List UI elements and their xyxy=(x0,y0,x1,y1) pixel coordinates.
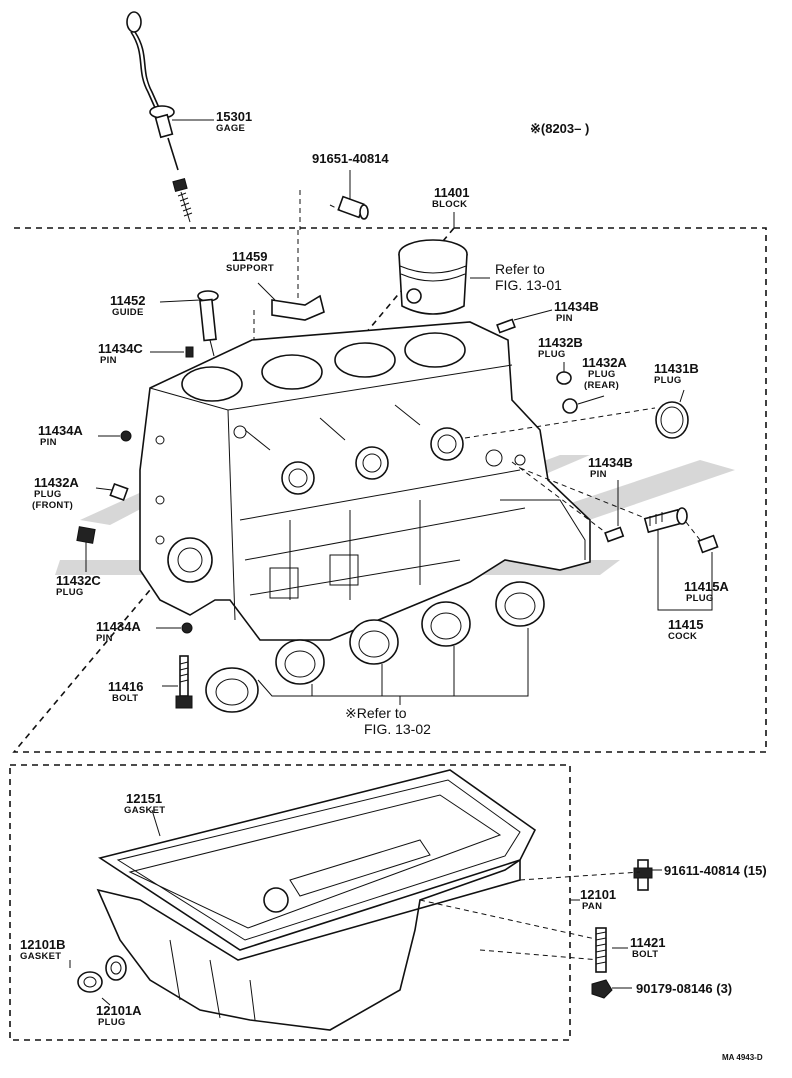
part-name-11434a-lower: PIN xyxy=(96,633,113,644)
part-number-11434a-lower: 11434A xyxy=(96,619,141,634)
dipstick-drawing xyxy=(126,11,193,223)
part-number-15301: 15301 xyxy=(216,109,253,124)
part-name-11421: BOLT xyxy=(632,949,659,960)
part-number-11452: 11452 xyxy=(110,293,146,308)
drawing-code: MA 4943-D xyxy=(722,1053,763,1062)
part-name-11431b: PLUG xyxy=(654,375,682,386)
bearings-reference-line1: ※Refer to xyxy=(345,705,407,721)
piston-reference-line2: FIG. 13-01 xyxy=(495,277,562,293)
part-name-11434b-mid: PIN xyxy=(590,469,607,480)
guide-11452-drawing xyxy=(197,290,219,357)
part-number-12151: 12151 xyxy=(126,791,163,806)
cock-11415-drawing xyxy=(643,507,688,534)
pin-11434b-mid xyxy=(604,526,625,543)
pin-11434a-upper xyxy=(120,430,132,442)
part-number-11401: 11401 xyxy=(434,185,470,200)
part-name-11432c: PLUG xyxy=(56,587,84,598)
gasket-12101b xyxy=(105,955,127,981)
part-name-11434c: PIN xyxy=(100,355,117,366)
part-name-12101a: PLUG xyxy=(98,1017,126,1028)
part-number-12101: 12101 xyxy=(580,887,617,902)
part-name-11452: GUIDE xyxy=(112,307,144,318)
revision-note: ※(8203– ) xyxy=(530,121,590,136)
part-number-11459: 11459 xyxy=(232,249,268,264)
plug-11432b xyxy=(556,371,572,385)
part-number-11432c: 11432C xyxy=(56,573,101,588)
part-number-11434a-upper: 11434A xyxy=(38,423,83,438)
piston-reference-line1: Refer to xyxy=(495,261,545,277)
part-number-11434b-mid: 11434B xyxy=(588,455,633,470)
part-number-11421: 11421 xyxy=(630,935,666,950)
part-number-11432a-rear: 11432A xyxy=(582,355,627,370)
plug-11415a xyxy=(697,534,719,554)
part-name-11416: BOLT xyxy=(112,693,139,704)
part-number-12101a: 12101A xyxy=(96,1003,142,1018)
part-name-15301: GAGE xyxy=(216,123,246,134)
part-name-11432a-front: PLUG xyxy=(34,489,62,500)
part-number-11434c: 11434C xyxy=(98,341,143,356)
bearings-reference-line2: FIG. 13-02 xyxy=(364,721,431,737)
part-number-11431b: 11431B xyxy=(654,361,699,376)
pan-group-boundary xyxy=(9,764,571,1041)
pin-11434c xyxy=(185,346,194,358)
part-number-90179: 90179-08146 (3) xyxy=(636,981,733,996)
part-number-11416: 11416 xyxy=(108,679,144,694)
piston-drawing xyxy=(398,239,468,315)
part-name-12101: PAN xyxy=(582,901,603,912)
part-name-11434a-upper: PIN xyxy=(40,437,57,448)
part-name-11434b-top: PIN xyxy=(556,313,573,324)
plug-11432a-front xyxy=(109,482,129,502)
plug-11431b xyxy=(655,401,689,439)
nut-90179-drawing xyxy=(591,979,613,999)
part-name-11415a: PLUG xyxy=(686,593,714,604)
part-number-11415a: 11415A xyxy=(684,579,729,594)
part-name-11432b: PLUG xyxy=(538,349,566,360)
main-bearings-drawing xyxy=(205,581,545,713)
pin-11434b-top xyxy=(496,318,516,334)
plug-11432c xyxy=(76,526,96,544)
bolt-91651-drawing xyxy=(337,195,369,220)
part-note-11432a-front: (FRONT) xyxy=(32,500,74,511)
part-number-11432a-front: 11432A xyxy=(34,475,79,490)
part-number-12101b: 12101B xyxy=(20,937,66,952)
part-name-12101b: GASKET xyxy=(20,951,62,962)
part-name-12151: GASKET xyxy=(124,805,166,816)
bolt-11416-drawing xyxy=(175,655,193,709)
part-name-11415: COCK xyxy=(668,631,698,642)
part-number-11432b: 11432B xyxy=(538,335,583,350)
plug-12101a xyxy=(77,971,103,993)
part-number-91651: 91651-40814 xyxy=(312,151,389,166)
plug-11432a-rear xyxy=(562,398,578,414)
part-number-11415: 11415 xyxy=(668,617,704,632)
part-number-91611: 91611-40814 (15) xyxy=(664,863,767,878)
stud-11421-drawing xyxy=(595,927,607,973)
part-note-11432a-rear: (REAR) xyxy=(584,380,620,391)
bolt-91611-drawing xyxy=(633,859,653,891)
part-name-11432a-rear: PLUG xyxy=(588,369,616,380)
part-name-11459: SUPPORT xyxy=(226,263,275,274)
pin-11434a-lower xyxy=(181,622,193,634)
oil-pan-drawing xyxy=(96,769,537,1031)
engine-block-drawing xyxy=(139,321,591,641)
support-11459-drawing xyxy=(257,282,325,321)
part-number-11434b-top: 11434B xyxy=(554,299,599,314)
part-name-11401: BLOCK xyxy=(432,199,468,210)
